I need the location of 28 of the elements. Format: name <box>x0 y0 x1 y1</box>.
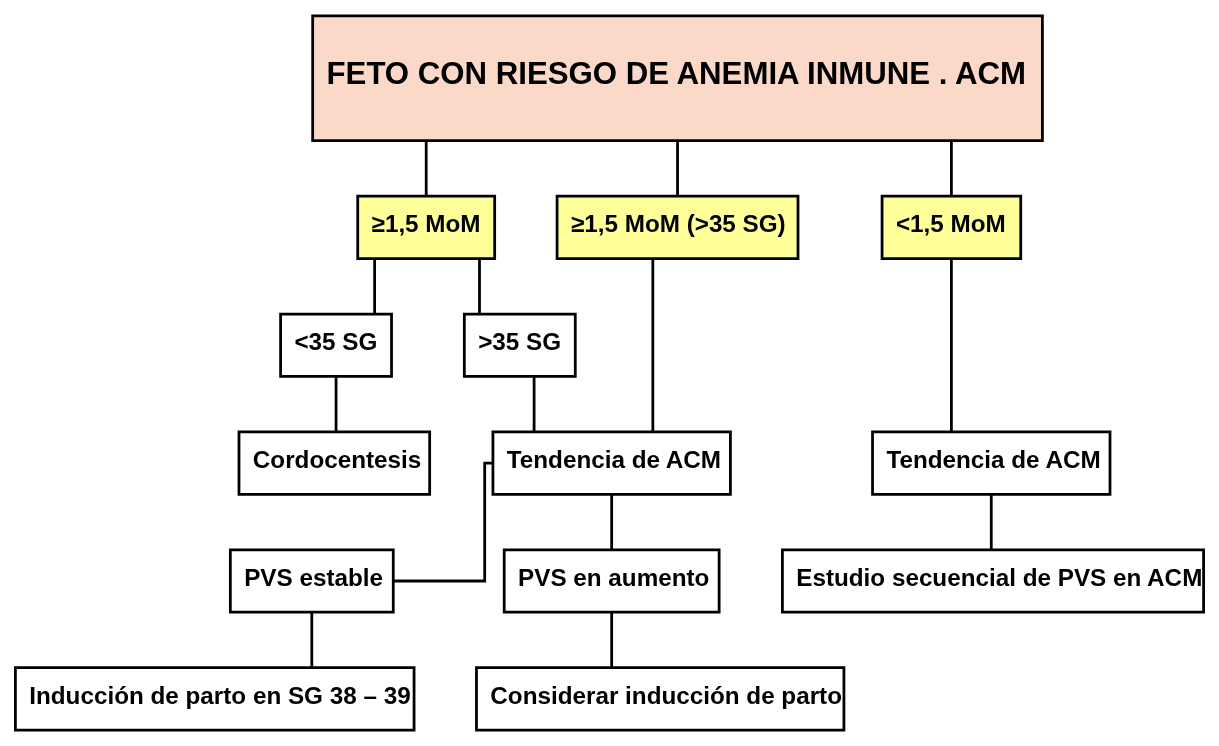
node-box: Inducción de parto en SG 38 – 39 <box>14 666 416 732</box>
connector <box>950 258 953 432</box>
connector <box>989 494 993 550</box>
connector <box>334 376 338 432</box>
connector <box>676 141 679 196</box>
node-box: <35 SG <box>279 312 393 378</box>
node-box: Tendencia de ACM <box>491 430 732 496</box>
node-box: Estudio secuencial de PVS en ACM <box>781 548 1205 614</box>
node-box: Cordocentesis <box>237 430 432 496</box>
node-box: >35 SG <box>462 312 577 378</box>
connector <box>373 259 376 314</box>
node-box: Considerar inducción de parto <box>475 666 846 732</box>
connector <box>478 259 481 314</box>
node-box: PVS en aumento <box>502 548 721 614</box>
node-box: FETO CON RIESGO DE ANEMIA INMUNE . ACM <box>311 14 1044 143</box>
connector <box>310 612 314 668</box>
connector <box>651 258 655 432</box>
connector <box>950 141 953 196</box>
node-box: Tendencia de ACM <box>871 430 1112 496</box>
connector <box>393 461 493 583</box>
connector <box>610 494 614 550</box>
node-box: <1,5 MoM <box>880 194 1023 260</box>
connector <box>610 612 614 668</box>
connector <box>532 376 536 432</box>
node-box: PVS estable <box>228 548 395 614</box>
node-box: ≥1,5 MoM (>35 SG) <box>555 194 800 260</box>
node-box: ≥1,5 MoM <box>356 194 497 260</box>
connector <box>424 141 428 196</box>
